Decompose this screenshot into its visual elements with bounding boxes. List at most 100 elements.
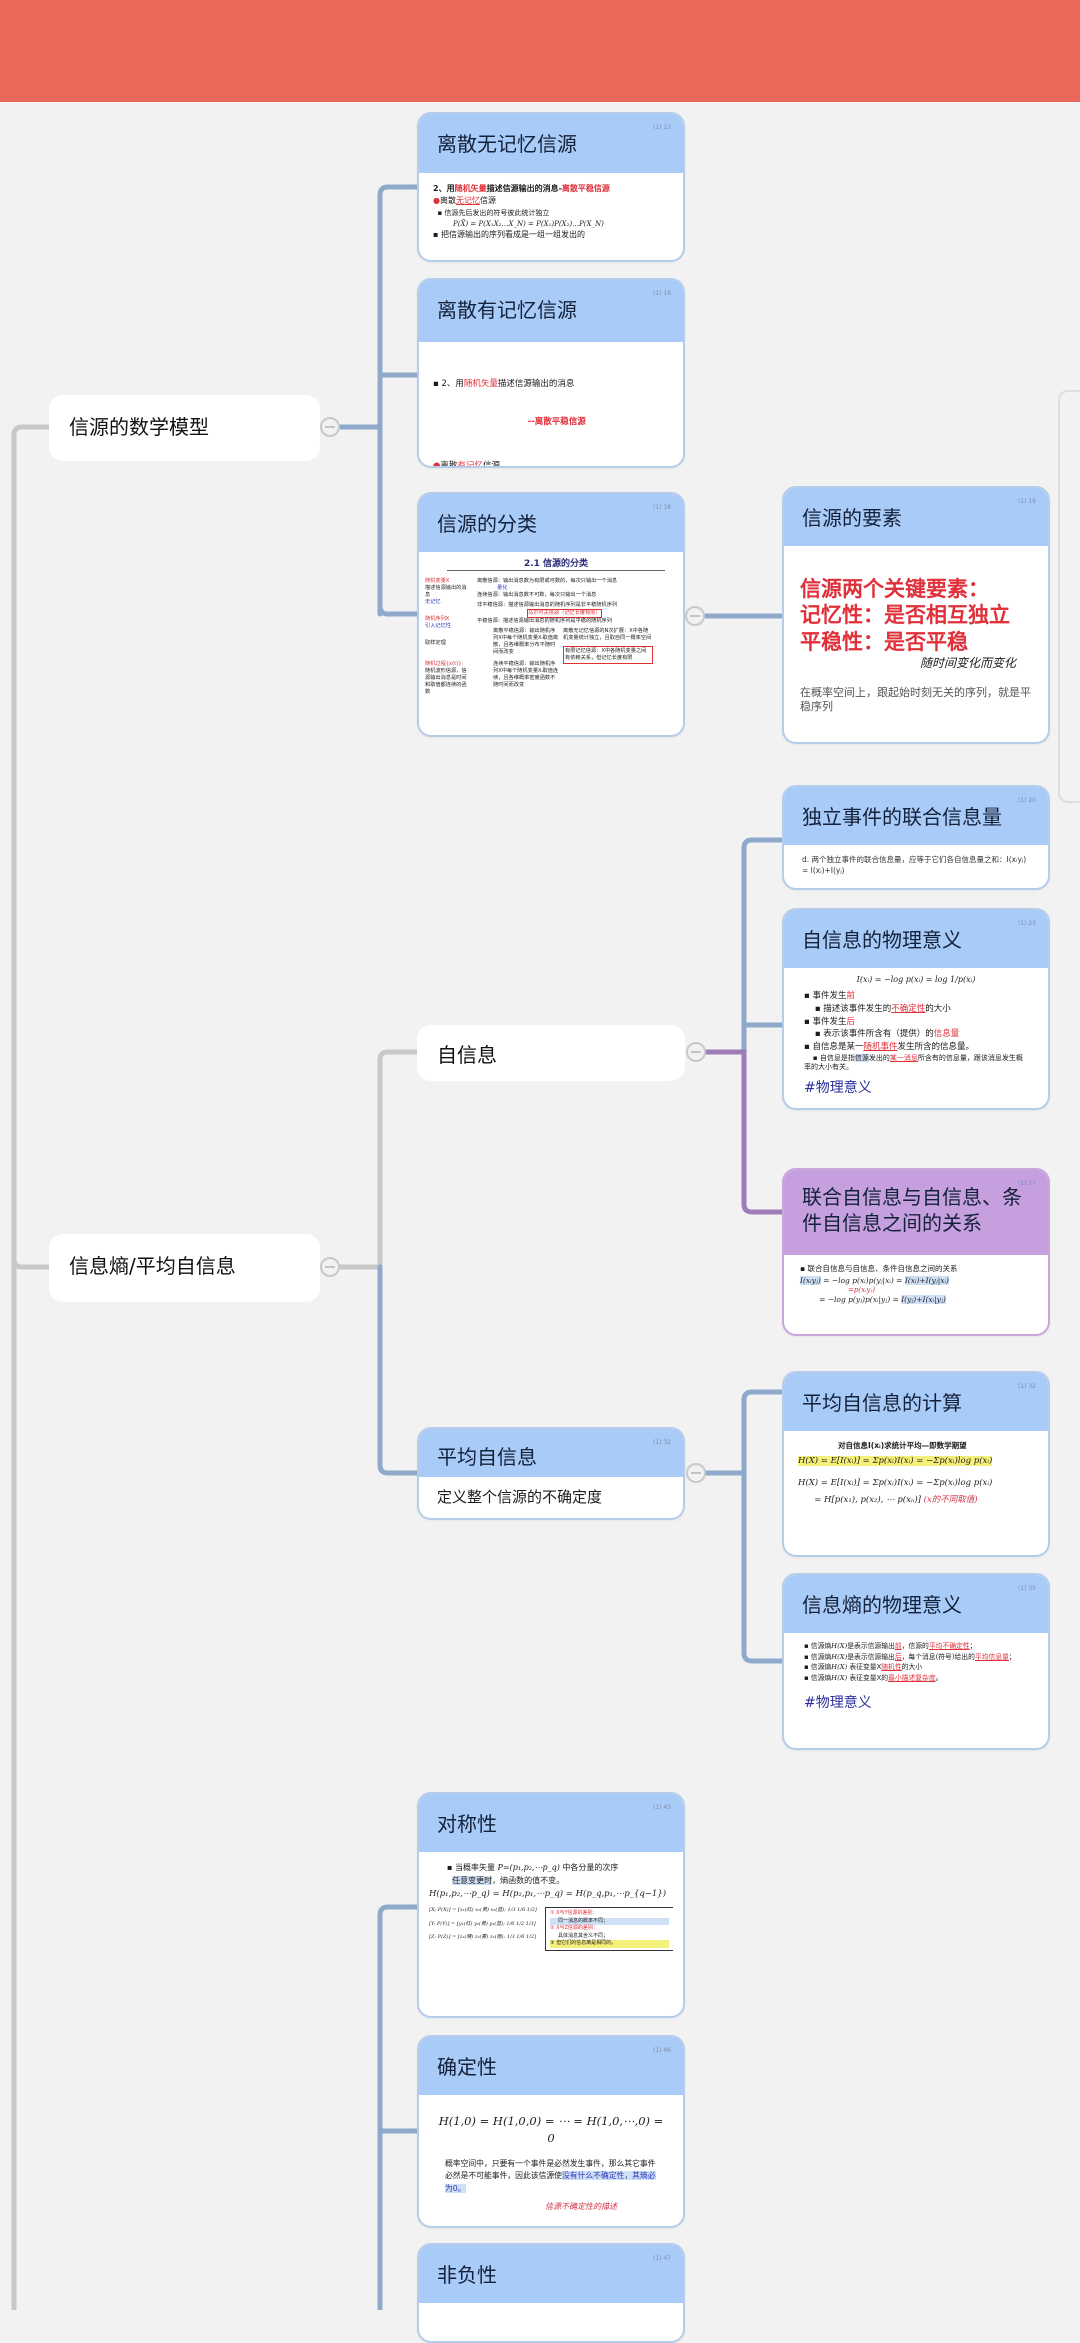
- text-run: 信源: [482, 461, 500, 468]
- node-math-model[interactable]: 信源的数学模型: [49, 395, 320, 461]
- formula: I(xᵢyⱼ) = −log p(xᵢ)p(yⱼ|xᵢ) = I(xᵢ)+I(y…: [800, 1275, 1032, 1287]
- node-label: 信息熵/平均自信息: [69, 1254, 236, 1278]
- body-line: ●离散无记忆信源: [433, 195, 669, 207]
- card-non-negativity[interactable]: 非负性(1) 47: [417, 2243, 685, 2343]
- text-run: 表征变量X的: [847, 1673, 889, 1682]
- card-body: ▪ 联合自信息与自信息、条件自信息之间的关系 I(xᵢyⱼ) = −log p(…: [784, 1255, 1048, 1314]
- card-header: 平均自信息(1) 32: [419, 1429, 683, 1477]
- text-run: ▪ 表示该事件所含有（提供）的: [804, 1029, 934, 1040]
- card-title: 平均自信息的计算: [802, 1391, 962, 1415]
- body-line: ▪ 2、用随机矢量描述信源输出的消息: [433, 378, 669, 391]
- slide-text: 马尔可夫信源（记忆长度有限）: [527, 609, 602, 619]
- text-run: 最小描述复杂度: [888, 1673, 936, 1682]
- node-entropy[interactable]: 信息熵/平均自信息: [49, 1234, 320, 1302]
- text-run: I(xᵢ)+I(yⱼ|xᵢ): [904, 1276, 949, 1285]
- collapse-toggle-math-model[interactable]: [320, 417, 340, 437]
- card-header: 联合自信息与自信息、条件自信息之间的关系(1) 27: [784, 1170, 1048, 1255]
- text-run: 随机事件: [863, 1042, 898, 1052]
- text-run: H(X) = E[I(xᵢ)] = Σp(xᵢ)I(xᵢ) = −Σp(xᵢ)l…: [798, 1478, 993, 1489]
- text-run: 随机矢量: [463, 378, 498, 389]
- node-avg-self-info[interactable]: 平均自信息(1) 32 定义整个信源的不确定度: [417, 1427, 685, 1520]
- card-header: 自信息的物理意义(1) 23: [784, 910, 1048, 968]
- top-bar: [0, 0, 1080, 102]
- card-independent-joint-info[interactable]: 独立事件的联合信息量(1) 20 d. 两个独立事件的联合信息量，应等于它们各自…: [782, 785, 1050, 890]
- self-info-wire-purple: [703, 1049, 785, 1215]
- body-line: 平稳性：是否平稳: [800, 629, 968, 654]
- hashtag[interactable]: #物理意义: [804, 1079, 872, 1096]
- body-line: ▪ 联合自信息与自信息、条件自信息之间的关系: [800, 1263, 1032, 1275]
- collapse-toggle-classification[interactable]: [685, 606, 705, 626]
- text-run: 对自信息I(xᵢ)求统计平均—即数学期望: [838, 1441, 967, 1450]
- slide-text: 有限记忆信源：X中各随机变量之间有依赖关系，但记忆长度有限: [563, 646, 653, 665]
- slide-text: 取样定理: [425, 640, 446, 647]
- body-line: 信源两个关键要素：: [800, 577, 989, 601]
- node-self-info[interactable]: 自信息: [417, 1025, 685, 1081]
- card-header: 平均自信息的计算 (1) 32: [784, 1373, 1048, 1431]
- body-line: ▪ 自信息是某一随机事件发生所含的信息量。: [804, 1041, 1028, 1054]
- text-run: 离散: [439, 196, 456, 206]
- text-run: 是表示信源输出: [847, 1652, 895, 1661]
- text-run: 无记忆: [455, 196, 480, 206]
- text-run: 平均不确定性: [928, 1642, 970, 1650]
- card-entropy-physical[interactable]: 信息熵的物理意义(1) 35 ▪ 信源熵H(X)是表示信源输出前，信源的平均不确…: [782, 1573, 1050, 1750]
- text-run: P=(p₁,p₂,⋯p_q): [497, 1863, 560, 1872]
- hashtag[interactable]: #物理意义: [804, 1695, 872, 1712]
- text-run: 离散: [440, 461, 458, 468]
- text-run: 所含有的信息量，跟该消息发生概率的大小有关。: [804, 1053, 1023, 1071]
- text-run: ●: [433, 196, 440, 206]
- card-symmetry[interactable]: 对称性(1) 43 ▪ 当概率矢量 P=(p₁,p₂,⋯p_q) 中各分量的次序…: [417, 1792, 685, 2018]
- collapse-toggle-entropy[interactable]: [320, 1257, 340, 1277]
- text-run: ●: [433, 461, 441, 468]
- card-body: 信源两个关键要素： 记忆性：是否相互独立 平稳性：是否平稳 随时间变化而变化 在…: [784, 546, 1048, 725]
- card-discrete-memory[interactable]: 离散有记忆信源(1) 16 ▪ 2、用随机矢量描述信源输出的消息 --离散平稳信…: [417, 278, 685, 468]
- card-header: 非负性(1) 47: [419, 2245, 683, 2303]
- text-run: ▪ 事件发生: [804, 1016, 847, 1027]
- body-line: 记忆性：是否相互独立: [800, 603, 1010, 628]
- card-avg-info-calc[interactable]: 平均自信息的计算 (1) 32 对自信息I(xᵢ)求统计平均—即数学期望 H(X)…: [782, 1371, 1050, 1557]
- card-source-elements[interactable]: 信源的要素(1) 19 信源两个关键要素： 记忆性：是否相互独立 平稳性：是否平…: [782, 486, 1050, 744]
- text-run: I(yⱼ)+I(xᵢ|yⱼ): [901, 1295, 946, 1304]
- card-title: 信息熵的物理意义: [802, 1593, 962, 1617]
- card-joint-self-info-relation[interactable]: 联合自信息与自信息、条件自信息之间的关系(1) 27 ▪ 联合自信息与自信息、条…: [782, 1168, 1050, 1336]
- card-certainty[interactable]: 确定性(1) 46 H(1,0) = H(1,0,0) = ⋯ = H(1,0,…: [417, 2035, 685, 2228]
- text-run: ▪ 信源熵: [804, 1673, 832, 1682]
- page-number: (1) 32: [1017, 1383, 1036, 1390]
- page-number: (1) 20: [1017, 797, 1036, 804]
- card-header: 信源的要素(1) 19: [784, 488, 1048, 546]
- text-run: H(X): [831, 1652, 848, 1661]
- handwritten-note: =p(xᵢyⱼ): [848, 1286, 875, 1294]
- body-line: ▪ 当概率矢量 P=(p₁,p₂,⋯p_q) 中各分量的次序: [429, 1862, 673, 1875]
- properties-wire: [377, 1904, 420, 2310]
- card-discrete-memoryless[interactable]: 离散无记忆信源(1) 13 2、用随机矢量描述信源输出的消息-离散平稳信源 ●离…: [417, 112, 685, 262]
- collapse-toggle-avg-self-info[interactable]: [686, 1463, 706, 1483]
- handwritten-note: (x的不同取值): [923, 1494, 978, 1505]
- card-body: ▪ 2、用随机矢量描述信源输出的消息 --离散平稳信源 ●离散有记忆信源 符号间…: [419, 342, 683, 468]
- text-run: = −log p(xᵢ)p(yⱼ|xᵢ) =: [820, 1276, 905, 1285]
- text-run: = H[p(x₁), p(x₂), ⋯ p(xₙ)]: [798, 1494, 921, 1505]
- formula: I(xᵢ) = −log p(xᵢ) = log 1/p(xᵢ): [856, 975, 976, 984]
- card-body: I(xᵢ) = −log p(xᵢ) = log 1/p(xᵢ) ▪ 事件发生前…: [784, 968, 1048, 1105]
- text-run: H(p₁,p₂,⋯p_q) = H(p₂,p₁,⋯p_q) = H(p_q,p₁…: [429, 1888, 667, 1899]
- body-line: ▪ 表示该事件所含有（提供）的信息量: [804, 1028, 1028, 1041]
- card-source-classification[interactable]: 信源的分类(1) 18 2.1 信源的分类 随机变量X 描述信源输出的消息 无记…: [417, 492, 685, 737]
- slide-sub-blocks: 离散平稳信源：输出随机序列X中每个随机变量Xᵢ取值离散，且各维概率分布不随时间而…: [477, 628, 673, 689]
- slide-text: 量化: [497, 585, 508, 592]
- text-run: 的大小: [901, 1663, 923, 1672]
- card-self-info-physical[interactable]: 自信息的物理意义(1) 23 I(xᵢ) = −log p(xᵢ) = log …: [782, 908, 1050, 1110]
- formula: = H[p(x₁), p(x₂), ⋯ p(xₙ)]: [798, 1495, 921, 1505]
- body-line: 2、用随机矢量描述信源输出的消息-离散平稳信源: [433, 183, 669, 195]
- page-number: (1) 13: [652, 124, 671, 131]
- box-line: 具体消息其含义不同；: [558, 1932, 609, 1939]
- slide-text: 离散平稳信源：输出随机序列X中每个随机变量Xᵢ取值离散，且各维概率分布不随时间而…: [493, 628, 559, 656]
- card-title: 联合自信息与自信息、条件自信息之间的关系: [802, 1185, 1022, 1235]
- text-run: 随机性: [881, 1663, 902, 1672]
- text-run: 2、用: [433, 184, 455, 193]
- page-number: (1) 16: [652, 290, 671, 297]
- math-model-wire: [337, 184, 420, 617]
- collapse-toggle-self-info[interactable]: [686, 1042, 706, 1062]
- slide-text: 随机过程{x(t)}:: [425, 661, 464, 668]
- card-header: 离散无记忆信源(1) 13: [419, 114, 683, 173]
- comparison-box: ① X与Y信源的差别： 同一消息的概率不同； ② X与Z信源的差别： 具体消息其…: [545, 1907, 673, 1951]
- body-line: ▪ 事件发生前: [804, 990, 1028, 1003]
- symmetry-example: [X; P(X)] = [x₁(红) x₂(黄) x₃(蓝); 1/3 1/6 …: [429, 1907, 673, 1951]
